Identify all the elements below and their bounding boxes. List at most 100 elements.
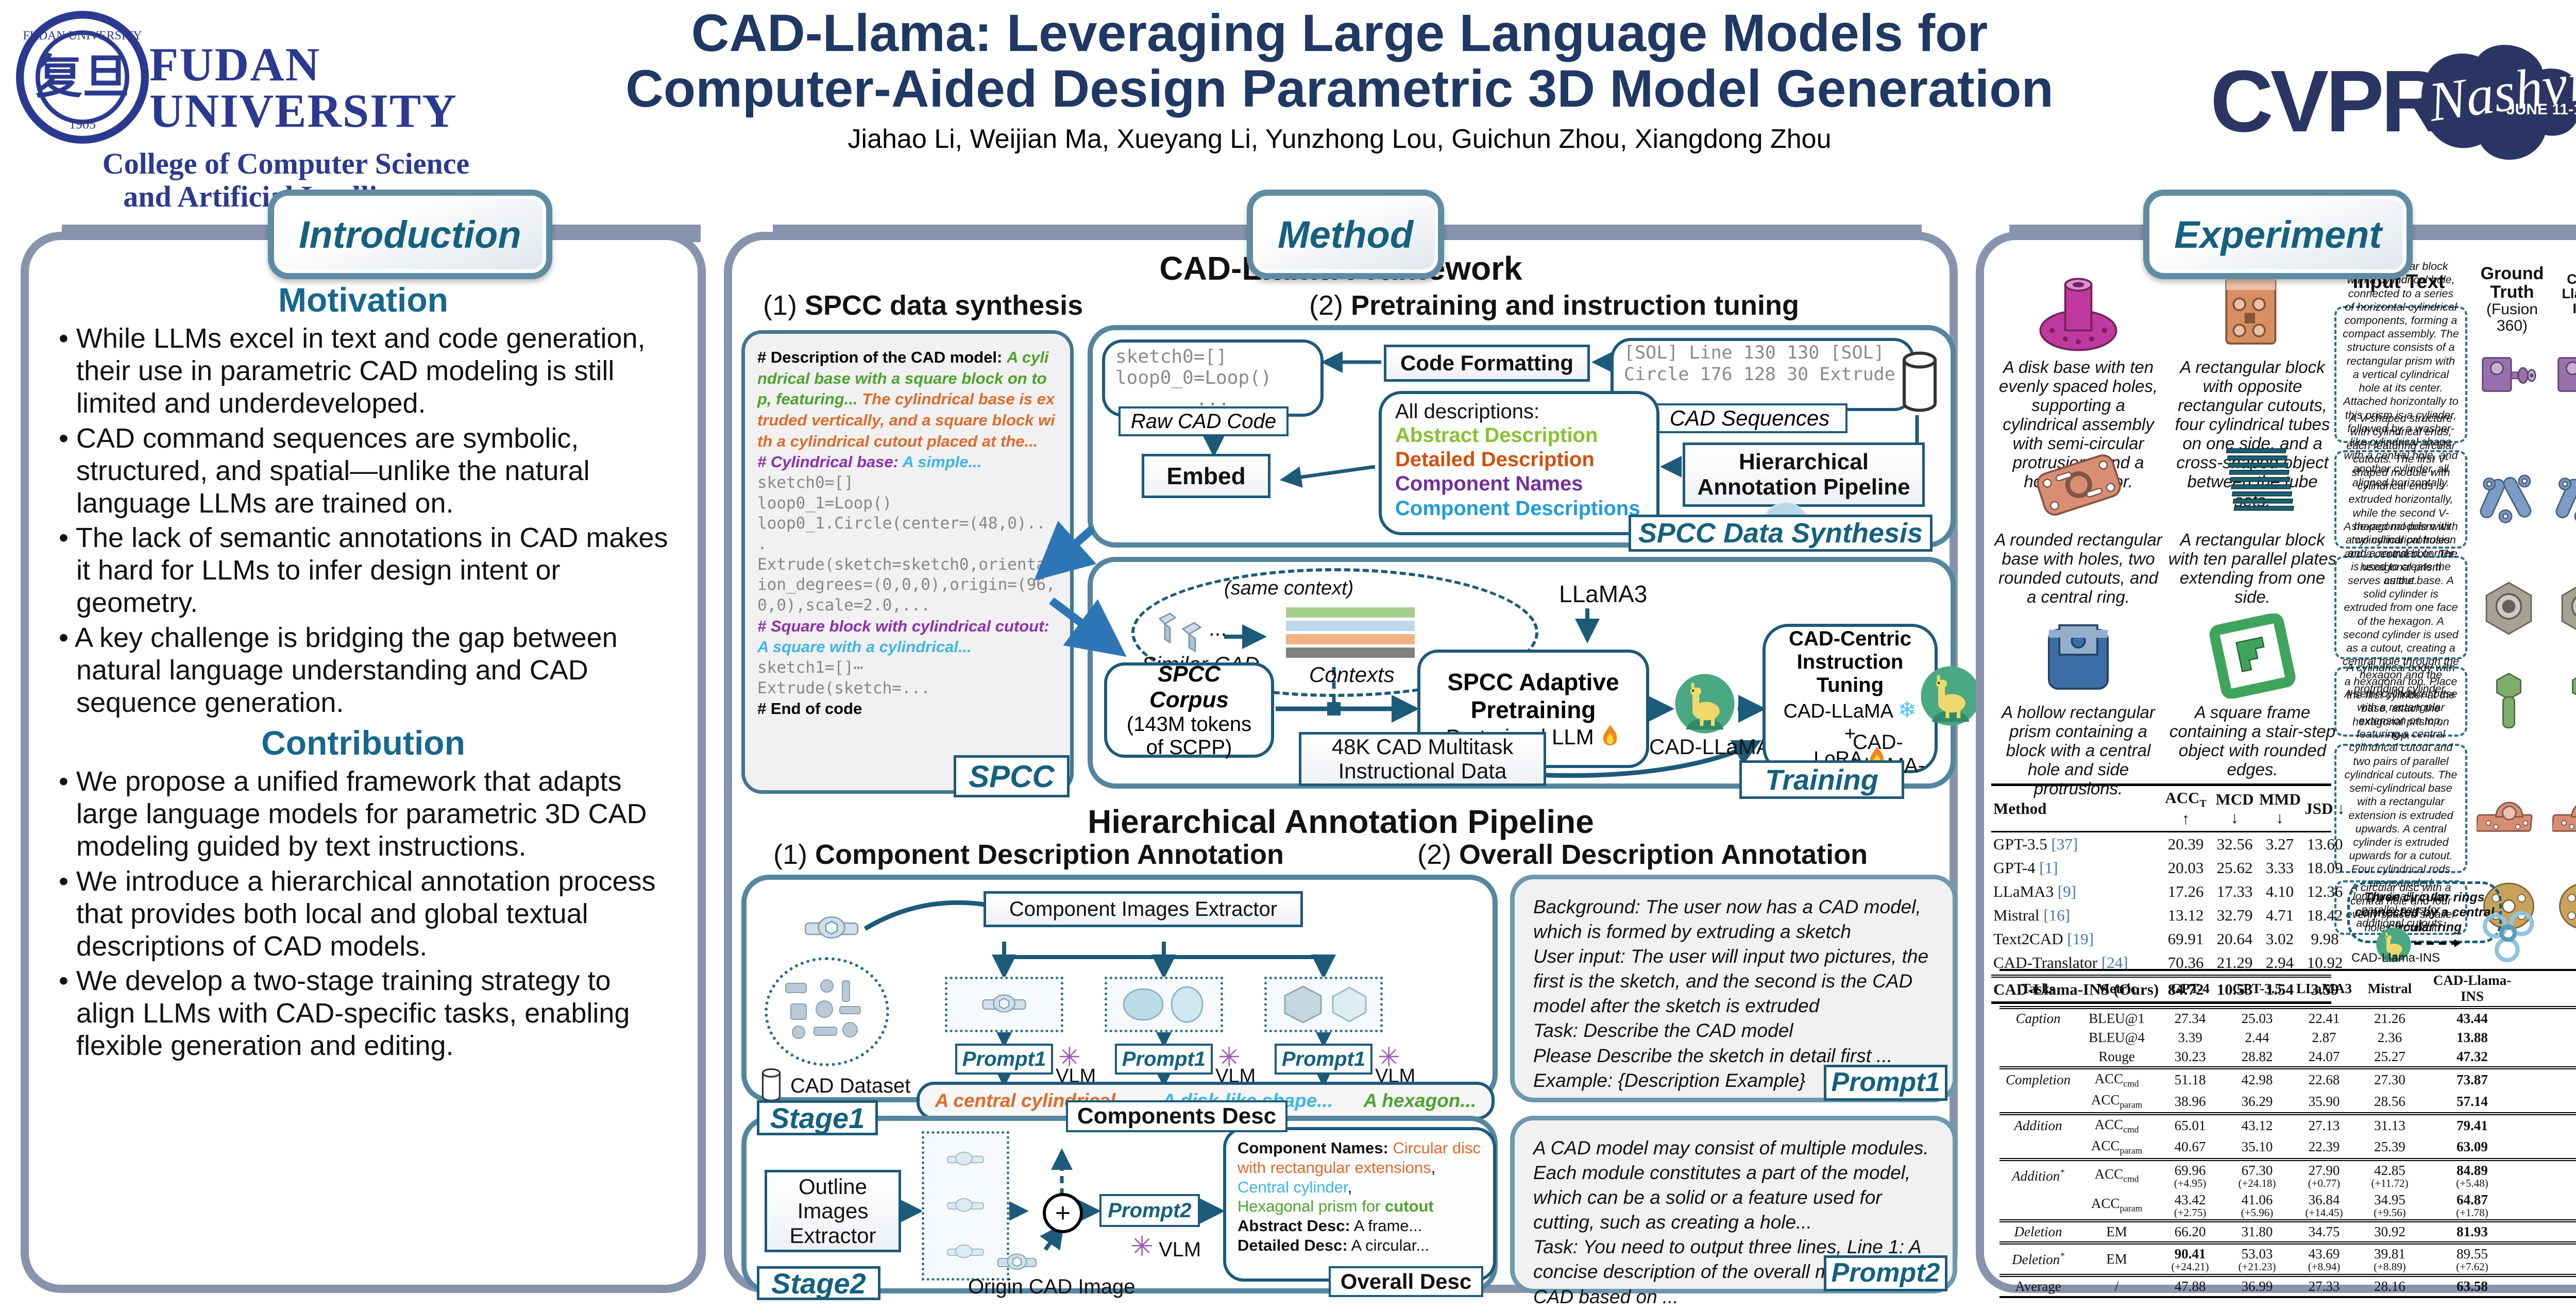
- code-formatting-box: Code Formatting: [1384, 345, 1590, 382]
- cad-llama-ins-image: [2548, 344, 2576, 405]
- prompt-line: User input: The user will input two pict…: [1533, 946, 1929, 1017]
- table-header-cell: Metric: [2096, 980, 2137, 996]
- tab-introduction: Introduction: [268, 190, 552, 279]
- same-context-ellipse: [1131, 568, 1538, 697]
- spcc-code-line: .: [757, 535, 767, 554]
- overall-desc-box: Component Names: Circular disc with rect…: [1223, 1127, 1496, 1282]
- rings-llama-label: CAD-Llama-INS: [2351, 951, 2441, 965]
- prompt-line: Example: {Description Example}: [1533, 1309, 1934, 1312]
- cad-llama-ins-image: [2548, 577, 2576, 639]
- cad-dataset-label: CAD Dataset: [790, 1075, 911, 1097]
- ground-truth-header: Ground Truth (Fusion 360): [2480, 264, 2544, 334]
- cad-dataset-cluster: [765, 957, 889, 1066]
- ground-truth-image: [2472, 344, 2545, 405]
- cvpr-logo: CVPR Nashville JUNE 11-15, 2025: [2205, 15, 2576, 185]
- vlm-icon: ✳: [1378, 1043, 1400, 1072]
- component-images-extractor-box: Component Images Extractor: [984, 891, 1303, 927]
- prompt-line: Background: The user now has a CAD model…: [1533, 896, 1921, 943]
- table-header-cell: GPT-4: [2171, 980, 2210, 996]
- rings-note-text: Three circular rings connected by a cent…: [2347, 881, 2502, 943]
- origin-cad-label: Origin CAD Image: [968, 1275, 1136, 1298]
- svg-text:复旦: 复旦: [36, 51, 129, 103]
- svg-text:FUDAN UNIVERSITY: FUDAN UNIVERSITY: [23, 29, 142, 42]
- prompt2-tag: Prompt2: [1099, 1194, 1200, 1227]
- motivation-bullet: A key challenge is bridging the gap betw…: [71, 622, 673, 720]
- gallery-caption: A rounded rectangular base with holes, t…: [1994, 530, 2162, 606]
- table-header-cell: MCD ↓: [2215, 790, 2254, 827]
- spcc-code-line: Extrude(sketch=sketch0,orientation_degre…: [757, 555, 1056, 615]
- gallery-image: [2167, 268, 2337, 356]
- table-header-cell: Mistral: [2367, 980, 2412, 996]
- cad-part-image: [783, 900, 880, 957]
- plus-circle-icon: +: [1043, 1193, 1083, 1233]
- gallery-image: [2167, 441, 2337, 529]
- spcc-code-line: # Cylindrical base: A simple...: [757, 453, 982, 471]
- table-header-cell: CAD-Llama-INS: [2433, 973, 2512, 1004]
- snowflake-icon: ❄: [1897, 697, 1917, 723]
- cad-sequences-box: [SOL] Line 130 130 [SOL] Circle 176 128 …: [1611, 338, 1914, 411]
- prompt-line: Task: Describe the CAD model: [1533, 1020, 1793, 1042]
- prompt1-tag: Prompt1: [1115, 1044, 1213, 1075]
- spcc-synthesis-box: sketch0=[] loop0_0=Loop() ... Raw CAD Co…: [1088, 325, 1956, 552]
- cvpr-text: CVPR: [2210, 53, 2443, 150]
- vlm-icon: ✳: [1058, 1043, 1081, 1072]
- contribution-heading: Contribution: [261, 724, 465, 762]
- gallery-item: A rounded rectangular base with holes, t…: [1993, 441, 2163, 607]
- university-name: FUDAN UNIVERSITY: [149, 38, 457, 138]
- contexts-label: Contexts: [1309, 662, 1395, 687]
- dashed-arrow-icon: [2414, 939, 2461, 947]
- gallery-item: A rectangular block with ten parallel pl…: [2167, 441, 2337, 607]
- page-title: CAD-Llama: Leveraging Large Language Mod…: [625, 4, 2054, 118]
- spcc-code-line: sketch1=[]⋯: [757, 658, 863, 677]
- table-header-cell: ACCT ↑: [2165, 789, 2207, 828]
- fudan-seal-icon: 复旦 FUDAN UNIVERSITY 1905: [16, 11, 149, 144]
- ground-truth-image: [2472, 577, 2545, 639]
- svg-text:1905: 1905: [69, 117, 96, 132]
- prompt1-box-label: Prompt1: [1824, 1065, 1947, 1101]
- spcc-code-line: # Square block with cylindrical cutout: …: [757, 617, 1049, 656]
- cad-llama-ins-image: [2548, 671, 2576, 732]
- prompt2-box: A CAD model may consist of multiple modu…: [1510, 1116, 1957, 1312]
- contribution-bullet: We introduce a hierarchical annotation p…: [71, 865, 673, 963]
- gallery-image: [1993, 441, 2163, 529]
- authors: Jiahao Li, Weijian Ma, Xueyang Li, Yunzh…: [848, 124, 1832, 155]
- gallery-image: [1993, 614, 2163, 701]
- llama3-label: LLaMA3: [1559, 581, 1648, 607]
- cad-llama-ins-header: CAD-Llama-INS: [2562, 271, 2576, 316]
- raw-cad-code-label: Raw CAD Code: [1118, 406, 1289, 436]
- ground-truth-image: [2472, 778, 2545, 840]
- spcc-code-line: # End of code: [757, 700, 862, 718]
- part1-label: (1) SPCC data synthesis: [763, 290, 1083, 321]
- llama-icon: [1920, 665, 1981, 727]
- prompt1-tag: Prompt1: [955, 1044, 1053, 1075]
- ground-truth-image: [2472, 469, 2545, 531]
- guitar-shape: [2421, 45, 2576, 160]
- cad-llama-ins-image: [2548, 778, 2576, 840]
- cvpr-dates: JUNE 11-15, 2025: [2506, 101, 2576, 118]
- prompt2-box-label: Prompt2: [1824, 1255, 1947, 1291]
- gallery-caption: A hollow rectangular prism containing a …: [2002, 703, 2155, 798]
- outline-images: [922, 1131, 1009, 1281]
- contexts-stack-icon: [1286, 603, 1415, 665]
- ground-truth-image: [2472, 671, 2545, 732]
- cad-parts-cluster-icon: [781, 973, 868, 1045]
- gallery-image: [1993, 268, 2163, 356]
- spcc-code-block: # Description of the CAD model: A cylind…: [741, 330, 1074, 794]
- spcc-code-line: loop0_1.Circle(center=(48,0)..: [757, 514, 1046, 533]
